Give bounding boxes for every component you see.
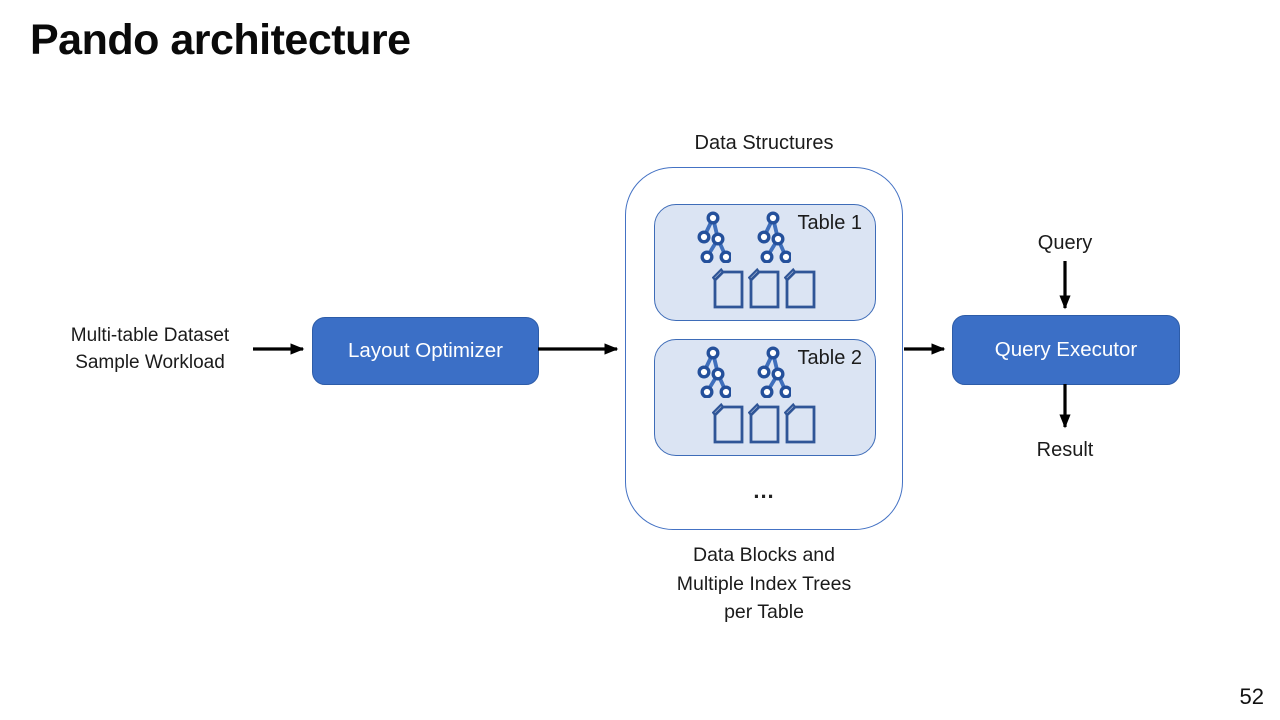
caption-line1: Data Blocks and [693,544,835,566]
data-block-icon [712,268,744,309]
data-block-icon [748,403,780,444]
result-label: Result [1036,439,1094,461]
index-tree-icon [697,211,731,263]
table-2-label: Table 2 [797,347,863,369]
table-1-label: Table 1 [797,212,863,234]
data-block-icon [712,403,744,444]
layout-optimizer-box: Layout Optimizer [312,317,539,385]
caption-line2: Multiple Index Trees [676,572,852,595]
data-block-icon [784,268,816,309]
data-structures-caption: Data Blocks and Multiple Index Trees per… [615,541,913,627]
input-label: Multi-table Dataset Sample Workload [42,322,258,376]
query-executor-box: Query Executor [952,315,1180,385]
query-label: Query [1037,232,1093,254]
data-block-icon [784,403,816,444]
input-label-line1: Multi-table Dataset [70,325,230,346]
more-tables-ellipsis: ... [753,478,775,503]
query-executor-label: Query Executor [994,338,1138,361]
page-number: 52 [1239,684,1264,709]
layout-optimizer-label: Layout Optimizer [348,339,503,362]
index-tree-icon [697,346,731,398]
input-label-line2: Sample Workload [75,352,225,373]
data-structures-container: Table 1 Table 2 ... [625,167,903,530]
index-tree-icon [757,211,791,263]
data-structures-title: Data Structures [694,132,834,154]
index-tree-icon [757,346,791,398]
caption-line3: per Table [724,601,804,623]
table-1-card: Table 1 [654,204,876,321]
data-block-icon [748,268,780,309]
table-2-card: Table 2 [654,339,876,456]
slide-title: Pando architecture [30,16,411,64]
